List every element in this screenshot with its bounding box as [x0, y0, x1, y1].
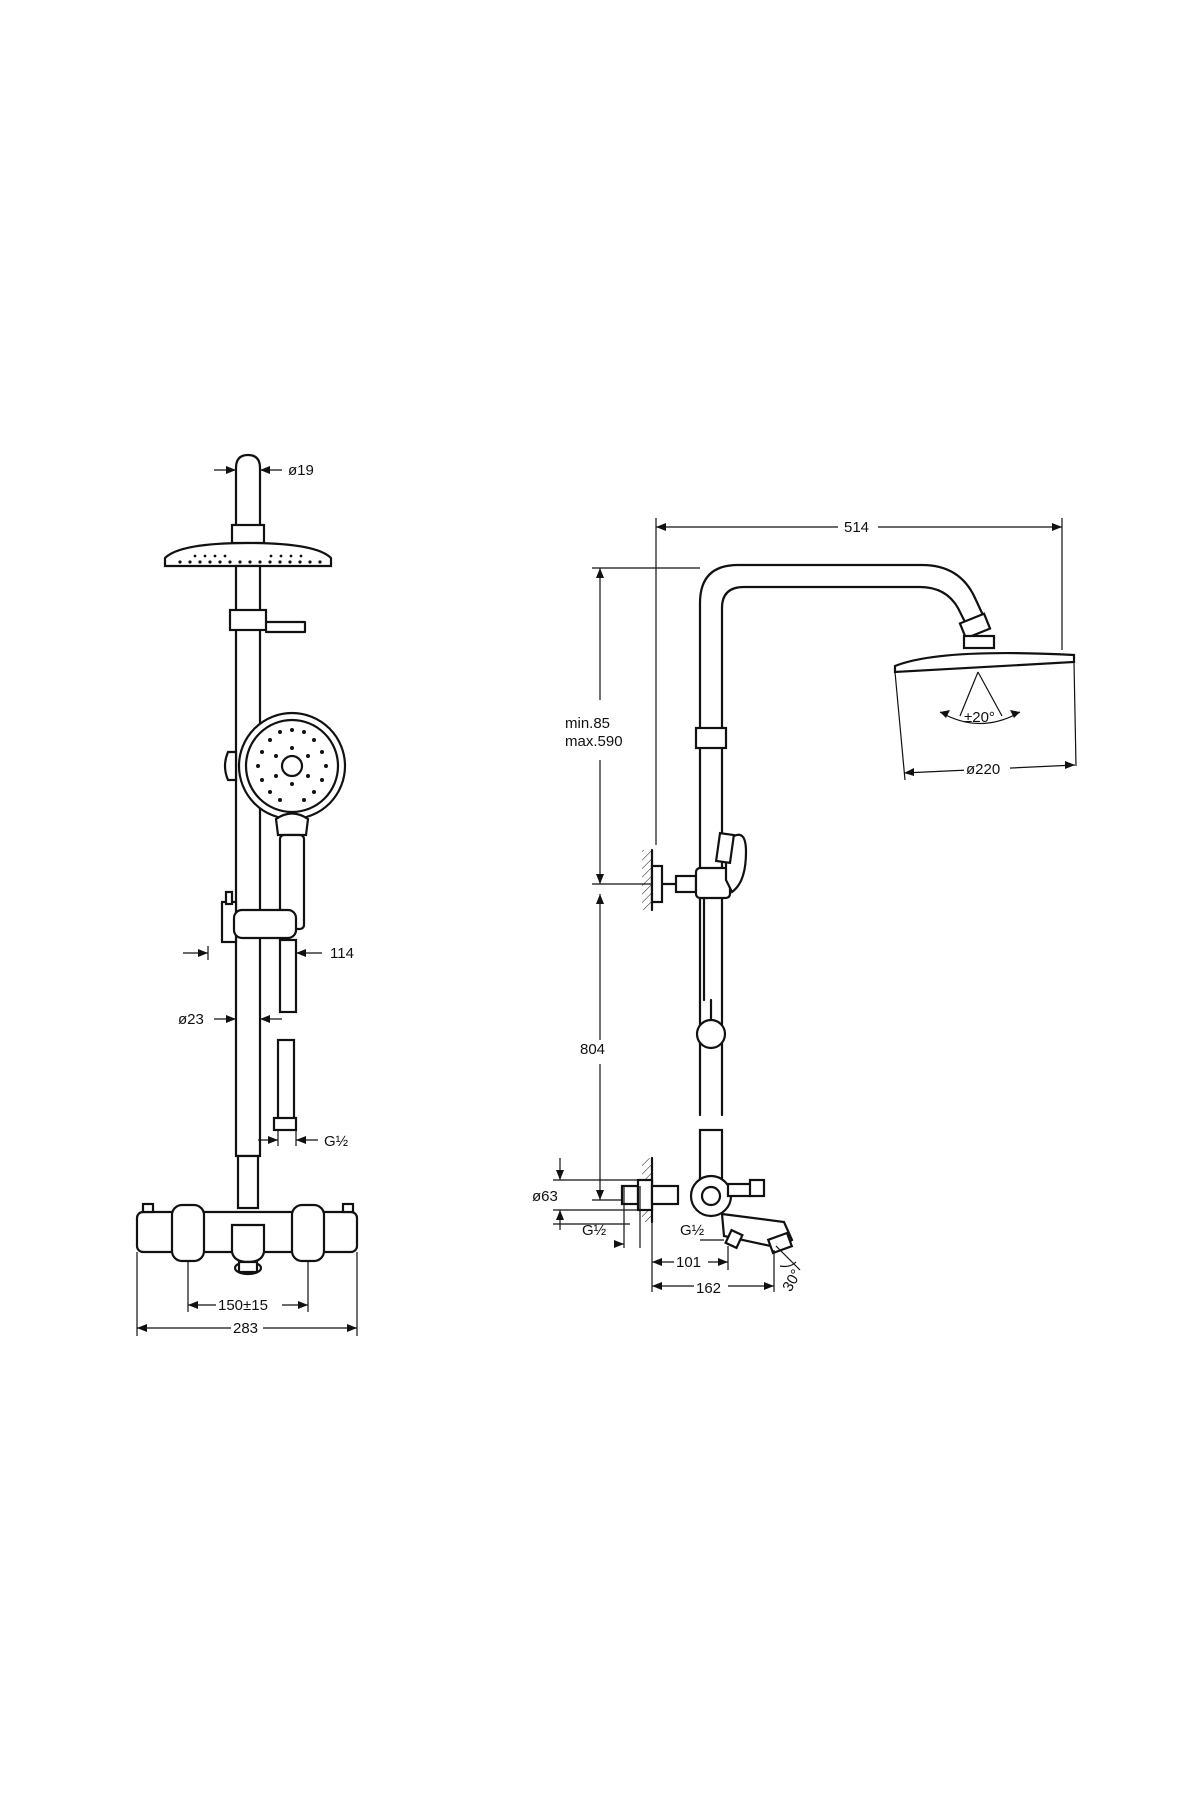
label-inlet-thread: G½ — [582, 1222, 607, 1239]
wall-upper-hatch — [642, 850, 652, 910]
dim-spout-depth: 162 — [652, 1250, 775, 1297]
dim-mixer-width: 283 — [136, 1252, 358, 1337]
front-hose-lower — [276, 1038, 296, 1124]
dim-mixer-depth: 101 — [651, 1222, 729, 1292]
side-hand-shower-handle — [714, 831, 736, 865]
side-view: 514 min.85 max.590 ±20° — [532, 515, 1077, 1297]
side-handle-lever — [748, 1178, 766, 1198]
dim-tilt-angle: ±20° — [939, 671, 1021, 726]
front-head-connector — [230, 523, 266, 545]
front-mixer-cap-left — [141, 1202, 155, 1214]
side-head-joint — [958, 612, 992, 640]
label-hose-thread: G½ — [324, 1133, 349, 1150]
dim-inlet-spacing: 150±15 — [187, 1262, 309, 1314]
side-riser-inner — [720, 585, 966, 1117]
front-hose-upper — [278, 938, 298, 1014]
dim-hose-thread: G½ — [258, 1130, 349, 1150]
label-mixer-depth: 101 — [676, 1254, 701, 1271]
front-soap-shelf — [264, 620, 307, 634]
dim-projection: 514 — [655, 515, 1063, 845]
front-top-clamp — [228, 608, 268, 632]
dim-holder-offset: 114 — [183, 945, 354, 962]
front-hose-nut — [272, 1116, 298, 1132]
dim-bracket-height: 804 — [580, 894, 622, 1201]
side-spout-tip — [766, 1231, 794, 1255]
front-hand-shower — [237, 711, 347, 931]
side-head-swivel — [962, 634, 996, 650]
front-mixer-handle-right — [290, 1203, 326, 1263]
front-riser-bar — [234, 564, 262, 1158]
label-height-max: max.590 — [565, 733, 623, 750]
label-escutcheon-diameter: ø63 — [532, 1188, 558, 1205]
side-eccentric — [650, 1184, 680, 1206]
dim-height-adjust: min.85 max.590 — [565, 567, 700, 885]
dim-head-diameter: ø220 — [894, 661, 1077, 781]
label-height-min: min.85 — [565, 715, 610, 732]
dim-outlet-thread: G½ — [680, 1222, 724, 1241]
label-bracket-height: 804 — [580, 1041, 605, 1058]
dim-bar-diameter: ø23 — [178, 1011, 282, 1028]
front-mixer-cap-right — [341, 1202, 355, 1214]
side-mixer-core — [700, 1185, 722, 1207]
side-wall-bracket-nut — [674, 874, 698, 894]
label-inlet-spacing: 150±15 — [218, 1297, 268, 1314]
label-spout-angle: 30° — [779, 1267, 805, 1295]
label-bar-diameter: ø23 — [178, 1011, 204, 1028]
dim-arm-diameter: ø19 — [214, 462, 314, 479]
front-view: ø19 114 ø23 G½ — [135, 453, 359, 1337]
label-projection: 514 — [844, 519, 869, 536]
label-outlet-thread: G½ — [680, 1222, 705, 1239]
side-handle-stem — [726, 1182, 754, 1198]
front-sliding-holder — [220, 890, 298, 944]
front-mixer-handle-left — [170, 1203, 206, 1263]
side-wall-bracket-plate — [650, 864, 664, 904]
label-head-diameter: ø220 — [966, 761, 1000, 778]
dim-escutcheon-diameter: ø63 — [532, 1158, 640, 1230]
front-diverter-pipe — [236, 1154, 260, 1210]
front-spout-tip — [237, 1260, 259, 1274]
side-rain-head — [893, 651, 1076, 674]
label-holder-offset: 114 — [330, 945, 354, 962]
dim-inlet-thread: G½ — [553, 1186, 641, 1248]
side-riser-outer — [698, 563, 984, 1117]
front-overhead-arm — [234, 453, 262, 527]
front-rain-head — [163, 541, 333, 568]
label-arm-diameter: ø19 — [288, 462, 314, 479]
front-spout — [230, 1223, 266, 1264]
front-holder-knob — [223, 750, 238, 782]
side-spout-mount — [724, 1228, 744, 1250]
side-top-clamp — [694, 726, 728, 750]
front-rain-head-nozzles — [178, 554, 322, 564]
side-slider-knob — [695, 1018, 727, 1050]
label-mixer-width: 283 — [233, 1320, 258, 1337]
label-tilt-angle: ±20° — [964, 709, 995, 726]
dim-spout-angle: 30° — [775, 1245, 805, 1295]
label-spout-depth: 162 — [696, 1280, 721, 1297]
